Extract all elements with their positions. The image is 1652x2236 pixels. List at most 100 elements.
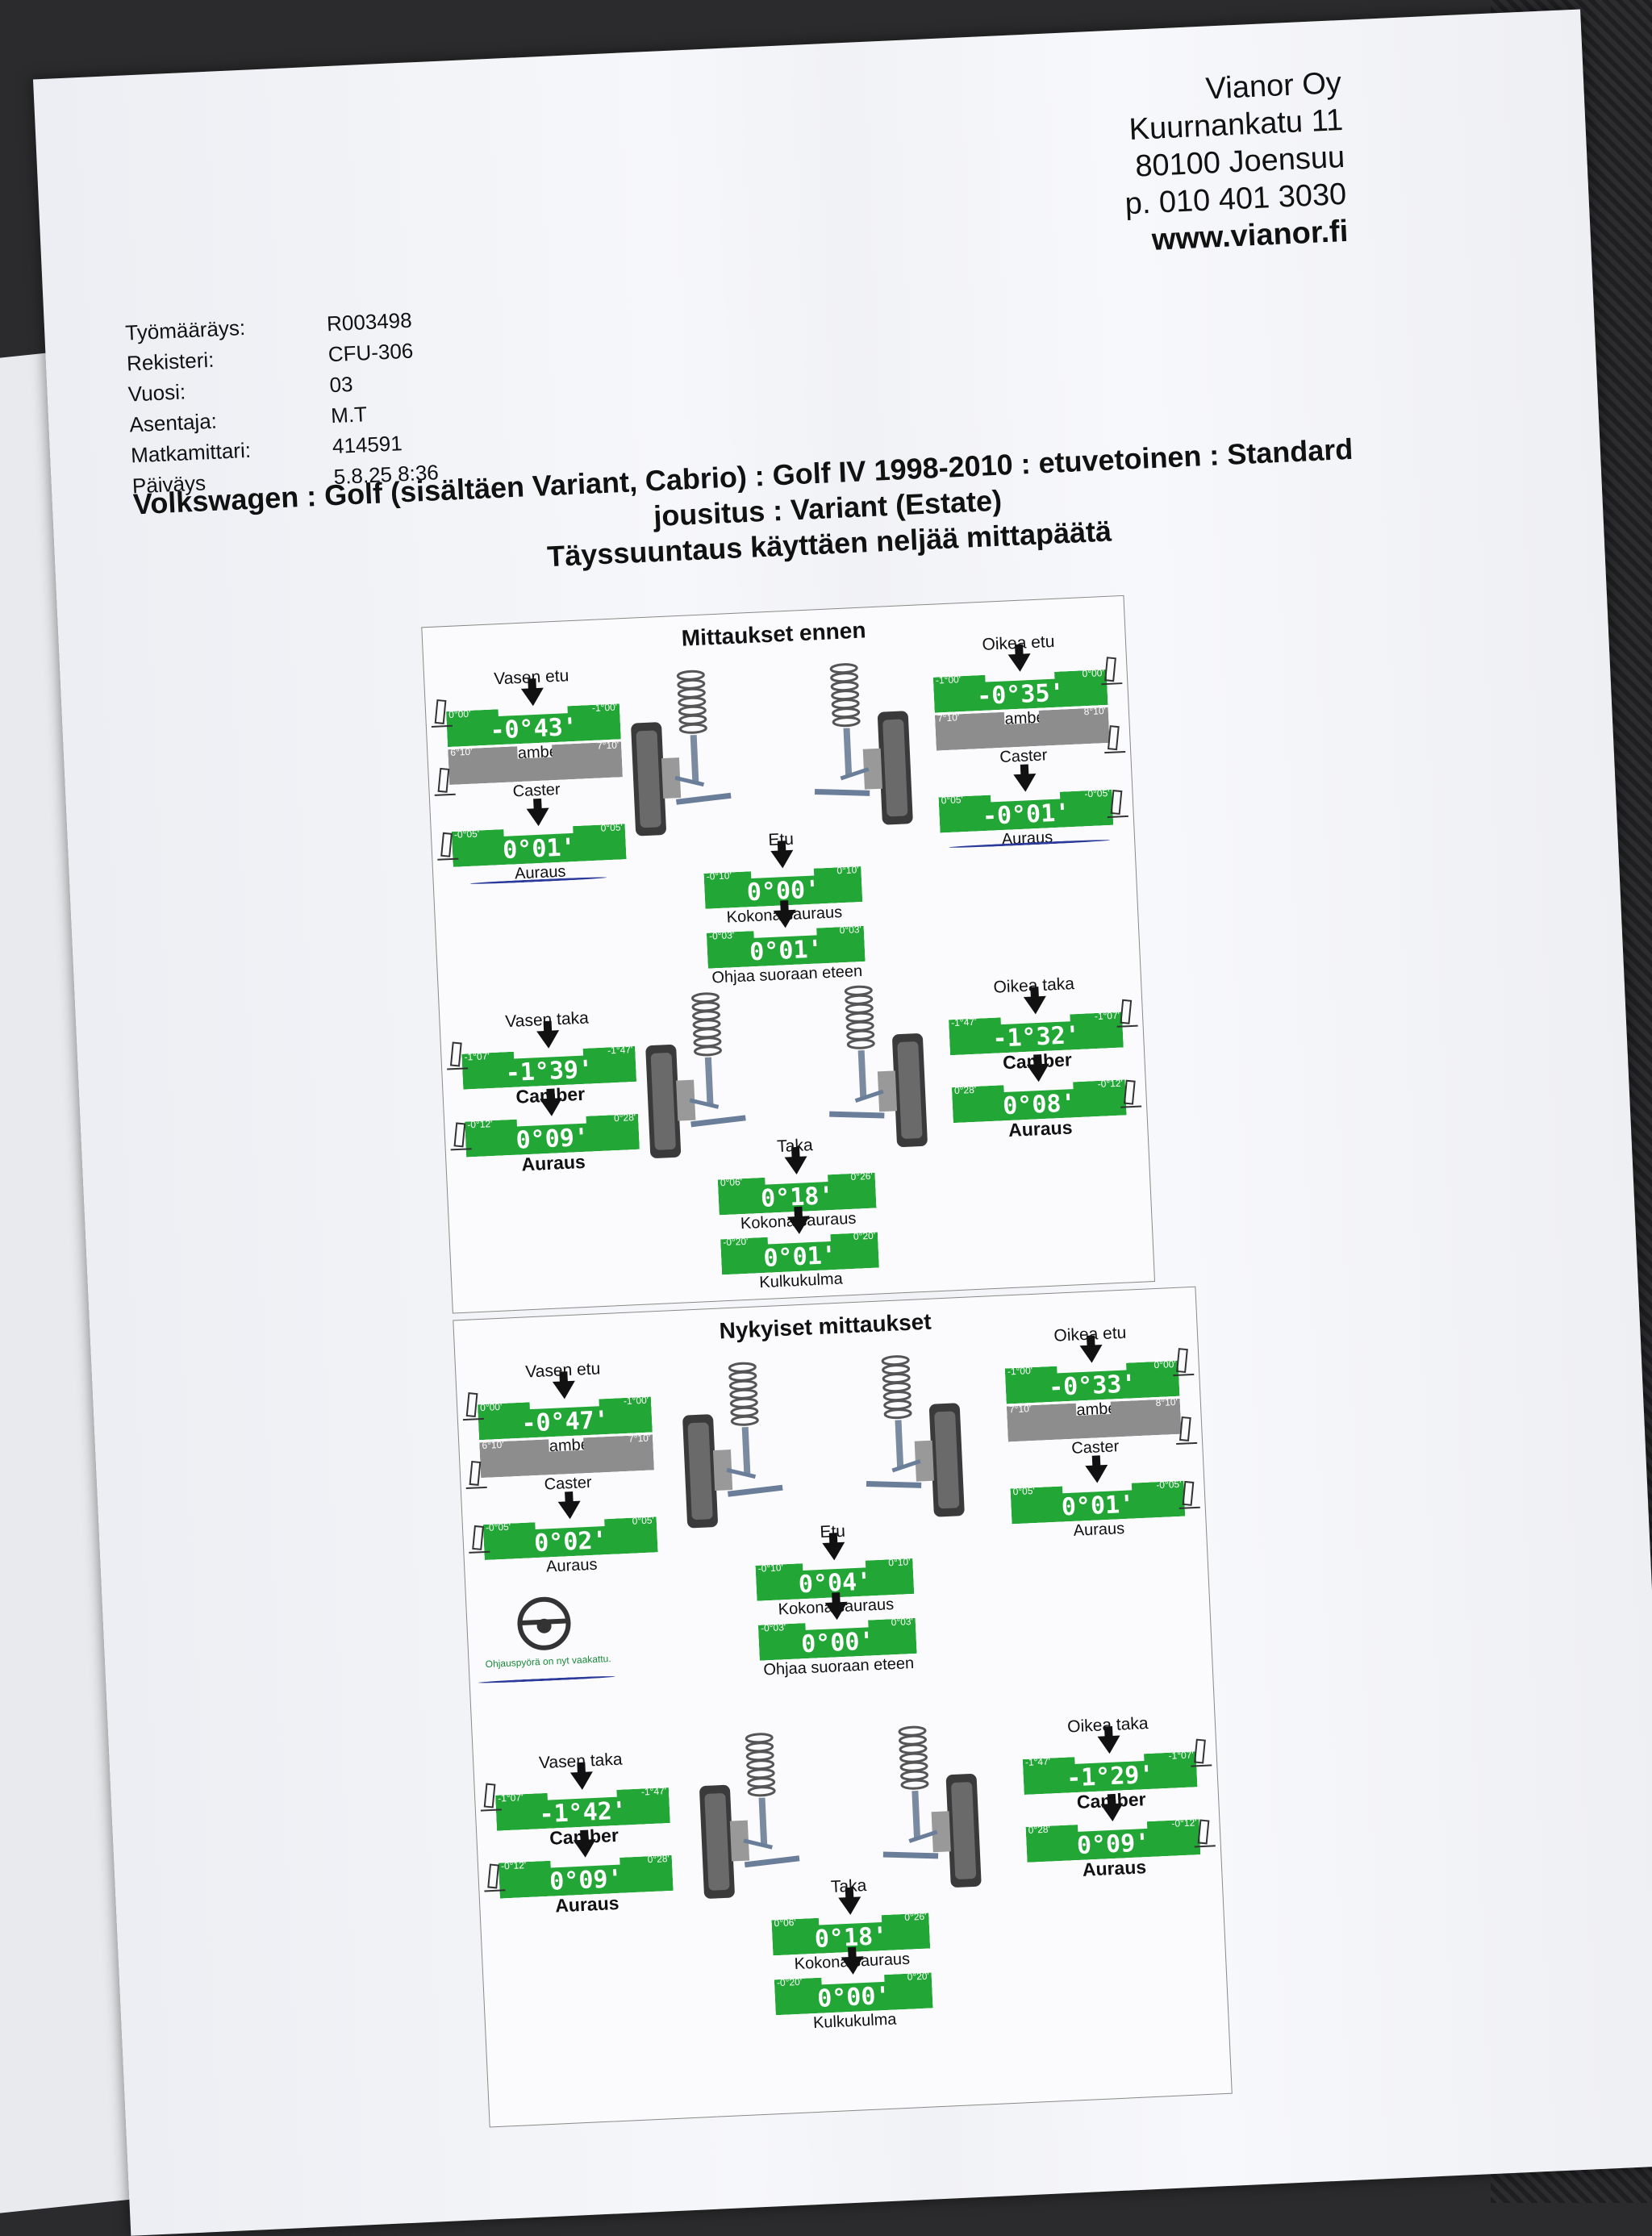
front-right-suspension-icon — [814, 663, 913, 825]
toe-icon — [484, 1863, 506, 1892]
company-address: Vianor Oy Kuurnankatu 11 80100 Joensuu p… — [1119, 65, 1349, 260]
rear-left-suspension-icon — [645, 992, 746, 1158]
range-min: -0°03' — [708, 929, 735, 942]
measure-front-right-toe: 0°05'-0°05'0°01'Auraus — [1009, 1462, 1186, 1544]
range-min: 6°10' — [450, 745, 473, 758]
steering-wheel-note: Ohjauspyörä on nyt vaakattu. — [485, 1653, 611, 1671]
range-min: -1°00' — [1007, 1364, 1033, 1378]
range-max: 0°26' — [850, 1170, 874, 1183]
range-max: 0°03' — [839, 924, 862, 937]
measure-front-center-steer: -0°03'0°03'0°00'Ohjaa suoraan eteen — [757, 1599, 918, 1680]
rear-right-suspension-icon — [882, 1725, 982, 1888]
rear-right-suspension-icon — [829, 985, 928, 1147]
range-max: -1°47' — [640, 1785, 667, 1798]
range-max: -1°00' — [591, 701, 618, 714]
range-max: 0°26' — [904, 1910, 927, 1923]
down-arrow-icon — [821, 1541, 845, 1562]
measure-front-left-caster: 6°10'7°10'Caster — [479, 1433, 655, 1497]
range-max: 0°20' — [907, 1970, 930, 1983]
toe-icon — [450, 1122, 472, 1151]
measured-value: 0°01' — [762, 1241, 837, 1273]
alignment-report-sheet: Vianor Oy Kuurnankatu 11 80100 Joensuu p… — [32, 9, 1652, 2236]
measure-rear-right-toe: 0°28'-0°12'0°09'Auraus — [1024, 1800, 1201, 1882]
range-min: -1°47' — [1024, 1755, 1051, 1768]
range-max: 0°05' — [632, 1514, 655, 1527]
range-bar-green: -0°20'0°20'0°01' — [720, 1233, 879, 1275]
front-right-suspension-icon — [866, 1355, 965, 1517]
caster-icon — [1104, 725, 1126, 754]
toe-icon — [1120, 1079, 1142, 1108]
down-arrow-icon — [520, 687, 544, 707]
down-arrow-icon — [557, 1500, 582, 1520]
measured-value: 0°08' — [1002, 1089, 1077, 1121]
measured-value: -0°43' — [489, 712, 578, 745]
camber-icon — [447, 1041, 469, 1070]
down-arrow-icon — [1023, 995, 1047, 1016]
camber-icon — [480, 1783, 502, 1812]
measure-front-right-caster: 7°10'8°10'Caster — [935, 706, 1111, 770]
down-arrow-icon — [539, 1098, 563, 1117]
range-min: 0°05' — [1012, 1485, 1036, 1498]
caster-icon — [434, 767, 456, 796]
range-max: 7°10' — [628, 1432, 651, 1445]
toe-icon — [437, 832, 459, 861]
measure-front-right-caster: 7°10'8°10'Caster — [1007, 1397, 1183, 1462]
caster-icon — [1176, 1416, 1198, 1445]
range-max: 0°28' — [613, 1111, 636, 1124]
measured-value: 0°02' — [533, 1526, 608, 1558]
range-bar-green: -0°20'0°20'0°00' — [774, 1972, 933, 2015]
range-min: 7°10' — [1008, 1403, 1032, 1416]
camber-icon — [1101, 657, 1123, 686]
measure-rear-left-toe: -0°12'0°28'0°09'Auraus — [498, 1836, 674, 1918]
info-value: 414591 — [332, 431, 403, 459]
down-arrow-icon — [786, 1216, 811, 1235]
info-value: CFU-306 — [327, 338, 414, 367]
camber-icon — [462, 1392, 484, 1421]
down-arrow-icon — [536, 1030, 560, 1049]
range-max: 7°10' — [596, 739, 620, 752]
measured-value: 0°01' — [749, 935, 824, 967]
measured-value: 0°00' — [800, 1627, 875, 1659]
camber-icon — [1173, 1348, 1195, 1377]
down-arrow-icon — [569, 1771, 594, 1791]
measure-rear-center-thrust: -0°20'0°20'0°01'Kulkukulma — [720, 1213, 880, 1295]
measure-front-center-steer: -0°03'0°03'0°01'Ohjaa suoraan eteen — [706, 907, 866, 988]
range-max: 8°10' — [1083, 705, 1107, 718]
measured-value: -1°39' — [505, 1055, 594, 1088]
range-min: -0°10' — [757, 1562, 784, 1575]
measured-value: 0°01' — [502, 833, 577, 866]
range-max: -1°00' — [623, 1394, 649, 1408]
camber-icon — [1116, 999, 1138, 1028]
down-arrow-icon — [1084, 1464, 1108, 1484]
range-max: -1°47' — [607, 1044, 633, 1057]
down-arrow-icon — [573, 1839, 597, 1858]
work-order-info: Työmääräys:R003498 Rekisteri:CFU-306 Vuo… — [124, 303, 440, 501]
measured-value: -1°29' — [1066, 1760, 1155, 1793]
range-max: 0°05' — [600, 821, 624, 834]
camber-icon — [1191, 1738, 1212, 1767]
range-min: 0°06' — [774, 1917, 797, 1929]
range-max: 8°10' — [1155, 1395, 1179, 1409]
down-arrow-icon — [1007, 653, 1032, 673]
range-bar-green: -0°03' 0°03' 0°01' — [707, 926, 866, 969]
measured-value: -0°33' — [1048, 1370, 1137, 1403]
down-arrow-icon — [526, 807, 550, 827]
toe-icon — [1194, 1819, 1216, 1848]
range-bar-green: -0°03'0°03'0°00' — [758, 1618, 917, 1661]
range-min: 0°05' — [941, 794, 964, 807]
camber-icon — [431, 699, 453, 728]
info-value: R003498 — [326, 307, 413, 336]
measure-front-left-caster: 6°10'7°10'Caster — [448, 740, 624, 804]
down-arrow-icon — [552, 1380, 576, 1400]
range-min: 7°10' — [937, 711, 960, 724]
measured-value: 0°09' — [549, 1864, 624, 1896]
measured-value: -1°32' — [991, 1020, 1081, 1053]
down-arrow-icon — [1079, 1345, 1103, 1364]
down-arrow-icon — [841, 1956, 865, 1975]
down-arrow-icon — [773, 909, 797, 928]
measure-rear-right-toe: 0°28'-0°12'0°08'Auraus — [951, 1060, 1128, 1142]
down-arrow-icon — [1026, 1063, 1050, 1083]
measured-value: -0°35' — [976, 678, 1066, 711]
